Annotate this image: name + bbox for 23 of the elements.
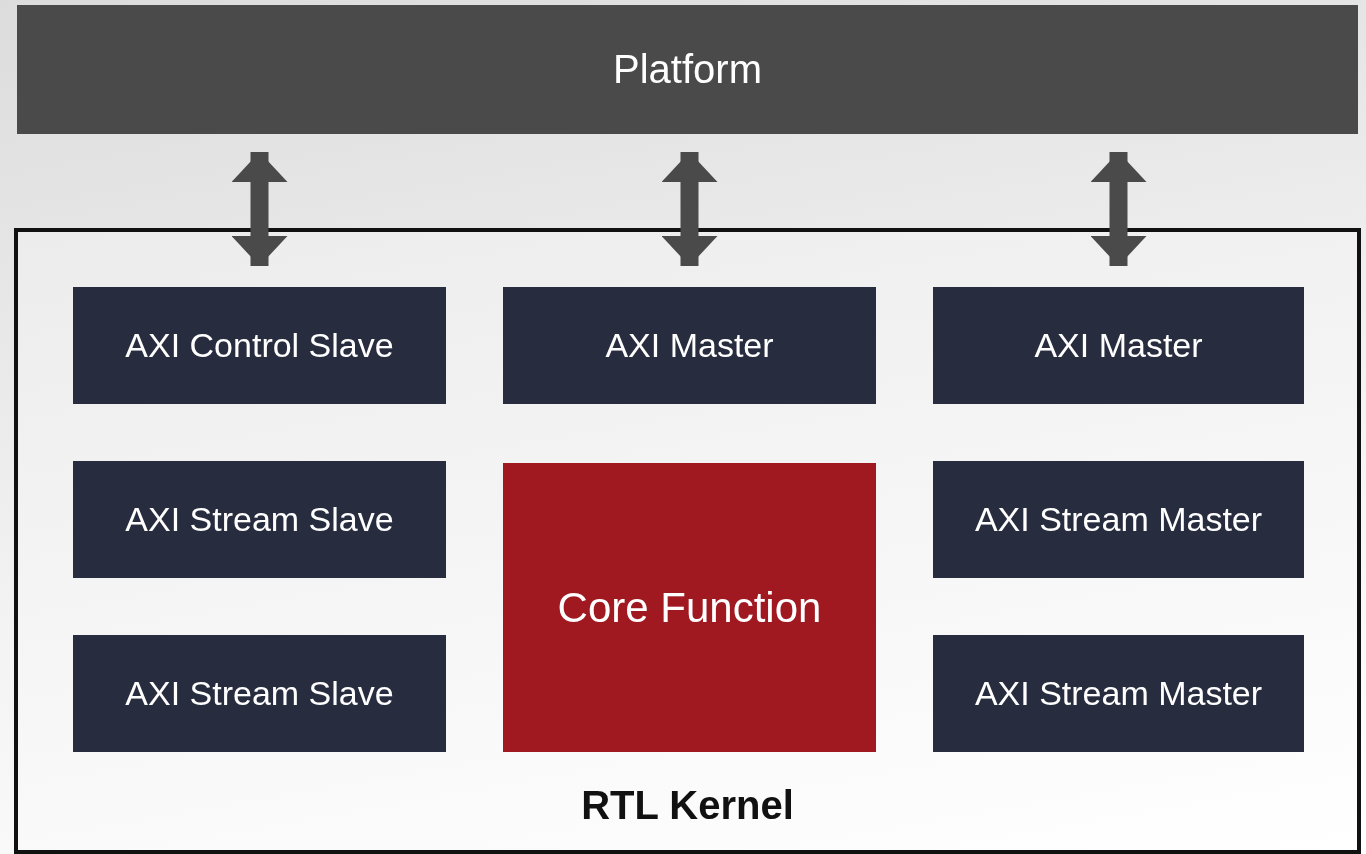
interface-block [933,461,1304,578]
double-arrow [231,152,288,266]
core-label: Core Function [557,583,822,632]
block-label: AXI Stream Slave [125,500,394,539]
block-label: AXI Stream Slave [125,674,394,713]
double-arrow [661,152,718,266]
kernel-container [14,228,1361,854]
interface-block [933,635,1304,752]
interface-block [73,287,446,404]
core-function-block [503,463,876,752]
block-label: AXI Control Slave [125,326,394,365]
platform-bar [17,5,1358,134]
interface-block [503,287,876,404]
interface-block [933,287,1304,404]
platform-label: Platform [613,47,762,92]
block-label: AXI Stream Master [974,500,1263,539]
interface-block [73,635,446,752]
block-label: AXI Master [1034,326,1203,365]
block-label: AXI Master [605,326,774,365]
interface-block [73,461,446,578]
block-label: AXI Stream Master [974,674,1263,713]
double-arrow [1090,152,1147,266]
kernel-title: RTL Kernel [581,783,794,828]
